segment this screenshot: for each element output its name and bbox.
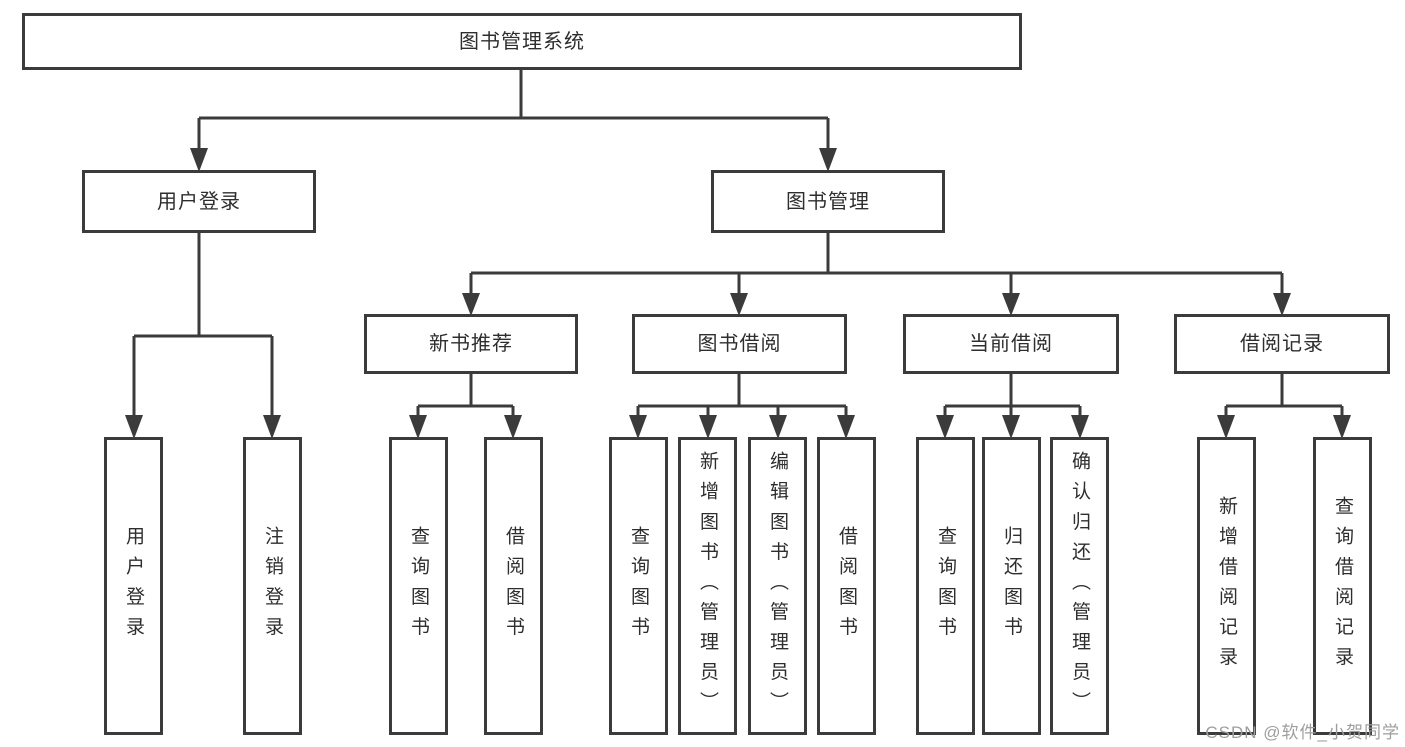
node-current-borrow: 当前借阅: [903, 314, 1119, 374]
node-book-management: 图书管理: [711, 170, 945, 233]
leaf-add-books-admin: 新增图书（管理员）: [678, 437, 737, 735]
leaf-confirm-return-admin: 确认归还（管理员）: [1050, 437, 1109, 735]
leaf-borrow-books-recommend: 借阅图书: [484, 437, 543, 735]
node-new-book-recommend: 新书推荐: [364, 314, 578, 374]
leaf-user-login: 用户登录: [104, 437, 163, 735]
leaf-borrow-books: 借阅图书: [817, 437, 876, 735]
node-borrow-records: 借阅记录: [1174, 314, 1390, 374]
leaf-query-books-recommend: 查询图书: [389, 437, 448, 735]
leaf-edit-books-admin: 编辑图书（管理员）: [748, 437, 807, 735]
node-system-root: 图书管理系统: [22, 13, 1022, 70]
leaf-return-books: 归还图书: [982, 437, 1041, 735]
arrowhead-group: [125, 148, 1351, 439]
node-book-borrow: 图书借阅: [632, 314, 847, 374]
node-user-login: 用户登录: [82, 170, 316, 233]
leaf-add-borrow-record: 新增借阅记录: [1197, 437, 1256, 735]
leaf-logout: 注销登录: [243, 437, 302, 735]
leaf-query-books-current: 查询图书: [916, 437, 975, 735]
leaf-query-books-borrow: 查询图书: [609, 437, 668, 735]
leaf-query-borrow-record: 查询借阅记录: [1313, 437, 1372, 735]
